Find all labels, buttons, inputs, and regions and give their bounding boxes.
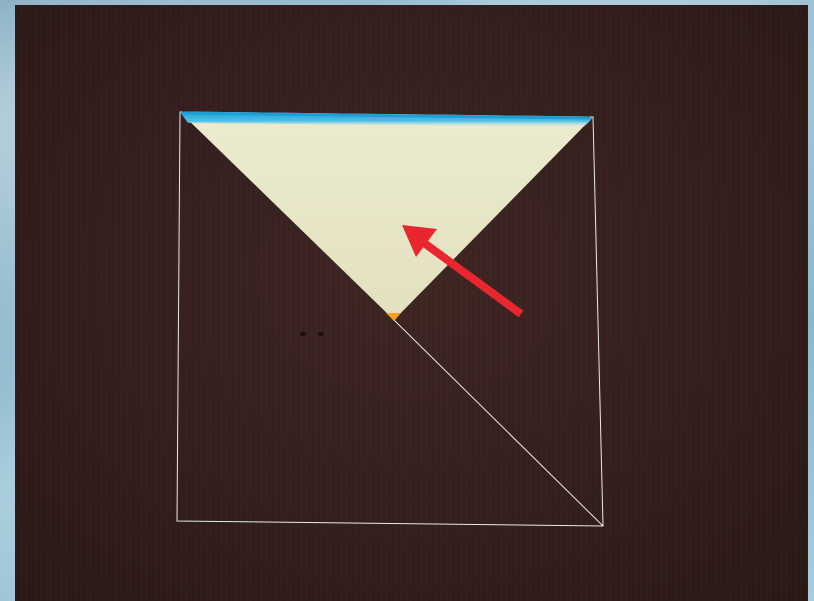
diagonal-fold-line (394, 320, 603, 526)
background-mark (300, 332, 306, 336)
paper-triangle (180, 112, 593, 320)
background-mark (318, 332, 324, 336)
paper-orange-tip (386, 313, 401, 321)
